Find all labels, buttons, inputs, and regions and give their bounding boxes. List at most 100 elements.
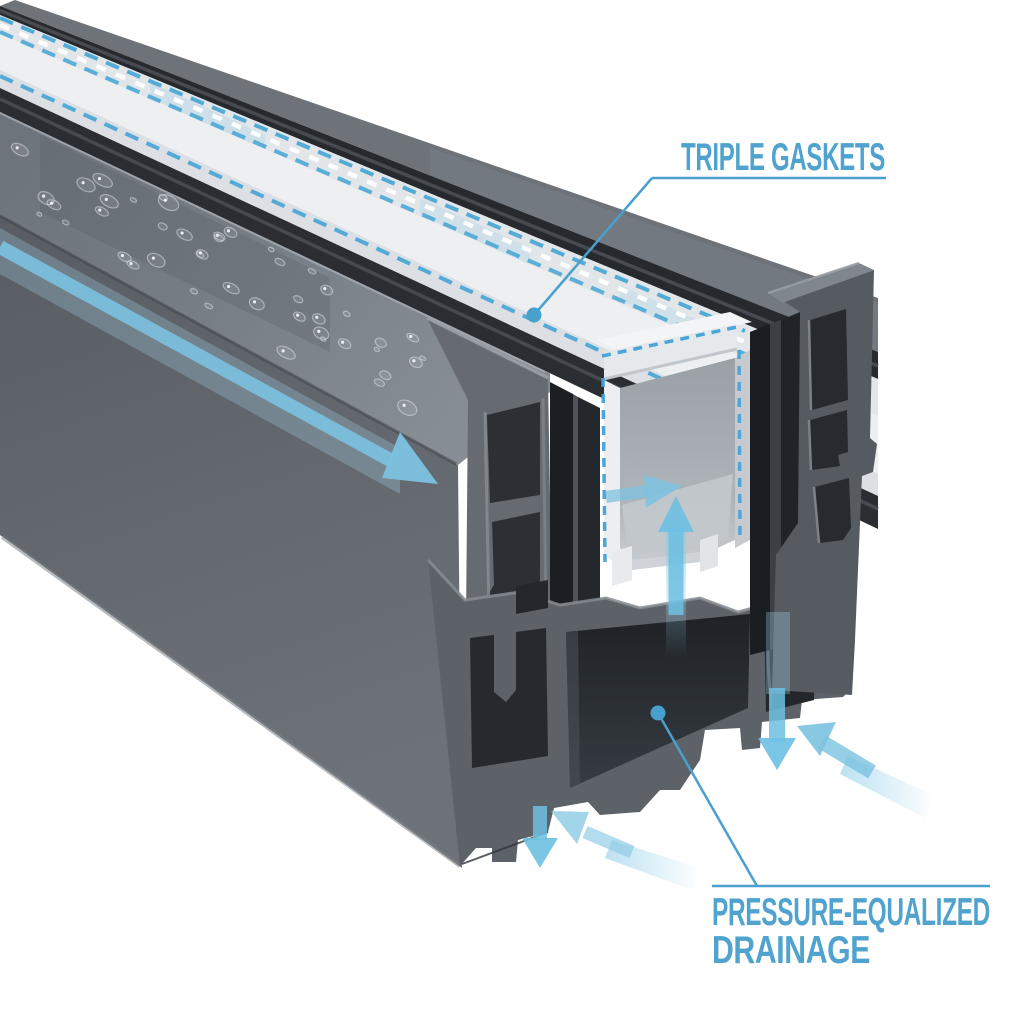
- gasket-strip: [550, 382, 573, 618]
- sash-chamber-upper: [487, 402, 540, 503]
- water-droplet: [313, 326, 330, 341]
- slot-rim-2: [807, 419, 813, 471]
- water-droplet-highlight: [341, 340, 345, 344]
- leader-line-gaskets-diagonal: [533, 177, 653, 316]
- gasket-strip: [578, 397, 600, 620]
- water-droplet-highlight: [402, 403, 406, 407]
- outer-frame-cut: [767, 261, 877, 695]
- water-droplet: [274, 257, 286, 267]
- water-droplet: [222, 281, 240, 295]
- frame-top-surface-sheen: [430, 148, 878, 352]
- glazing-seal-dashed-outline: [601, 325, 742, 563]
- seal-dash-white: [0, 22, 746, 345]
- water-droplet-highlight: [198, 251, 202, 255]
- water-droplet-highlight: [42, 194, 46, 198]
- water-droplet: [373, 378, 385, 388]
- water-droplet: [146, 252, 166, 268]
- flow-arrow-air-right-head: [797, 722, 836, 756]
- drainage-flow-arrows: [522, 475, 935, 890]
- outer-frame-slot-2: [810, 410, 848, 470]
- water-droplet-highlight: [296, 313, 300, 317]
- flow-arrow-turn-head: [644, 475, 682, 508]
- cross-section-cut-face: [426, 261, 877, 866]
- water-droplet: [379, 370, 392, 381]
- water-droplet: [374, 337, 387, 348]
- front-fold-line: [0, 214, 457, 466]
- side-chamber-left-hook: [494, 628, 516, 702]
- callout-triple-gaskets: TRIPLE GASKETS: [526, 136, 886, 323]
- gasket-cut-strips-left: [550, 382, 600, 620]
- water-droplet-highlight: [412, 359, 416, 363]
- glazing-box-bar-shadow: [603, 347, 738, 381]
- water-droplet: [248, 297, 265, 311]
- flow-arrow-air-right-shaft: [818, 735, 876, 779]
- sash-cut-top-edge: [426, 316, 549, 380]
- water-droplet-highlight: [81, 181, 85, 185]
- glazing-box-top-face: [597, 312, 752, 352]
- gasket-strip-divider: [573, 394, 578, 618]
- slot-rim-1: [807, 319, 813, 411]
- glazing-box-left-wall: [604, 380, 620, 565]
- water-droplet-highlight: [97, 177, 102, 181]
- glazing-box-front-bar: [604, 324, 737, 380]
- water-droplet: [10, 142, 29, 157]
- water-droplet: [36, 211, 43, 217]
- water-droplet: [157, 222, 168, 231]
- gasket-strip: [750, 324, 770, 655]
- water-droplet-highlight: [180, 231, 184, 235]
- water-droplet: [76, 177, 96, 193]
- label-drainage: DRAINAGE: [712, 929, 870, 972]
- water-droplet-highlight: [281, 349, 285, 353]
- water-droplet: [213, 233, 224, 243]
- water-droplet-highlight: [317, 329, 321, 333]
- water-droplet-highlight: [120, 253, 124, 258]
- water-droplet-highlight: [50, 201, 54, 205]
- water-droplet-highlight: [129, 262, 133, 266]
- glazing-box-foot-left: [612, 546, 632, 586]
- slot-rim-3: [812, 486, 821, 544]
- sash-profile-cut: [426, 316, 552, 620]
- water-droplet: [61, 219, 70, 226]
- outer-frame-slot-1: [810, 309, 848, 410]
- outer-frame-face: [772, 270, 877, 695]
- label-pressure-equalized: PRESSURE-EQUALIZED: [712, 891, 990, 934]
- glazing-box-foot-right: [700, 534, 718, 572]
- water-droplet: [397, 399, 418, 416]
- glazing-box-right-wall: [735, 350, 750, 548]
- water-droplet-highlight: [163, 198, 167, 202]
- callout-pressure-equalized-drainage: PRESSURE-EQUALIZED DRAINAGE: [650, 705, 991, 972]
- water-droplet: [129, 197, 138, 203]
- flow-arrow-sill-shaft: [0, 240, 396, 468]
- water-droplet-highlight: [226, 229, 231, 233]
- outer-frame-top-face: [768, 263, 874, 303]
- flow-arrow-up-head: [658, 496, 694, 532]
- flow-arrow-sill: [0, 228, 438, 494]
- drainage-chamber-wall-light: [566, 631, 580, 788]
- seal-dash-blue-mid: [0, 30, 746, 356]
- water-droplet: [176, 228, 193, 241]
- flow-arrow-down-right-tail: [766, 612, 790, 694]
- seal-dash-box-top: [601, 325, 738, 358]
- water-droplet: [267, 246, 275, 253]
- seal-dash-blue-top: [0, 16, 746, 333]
- water-droplet: [276, 345, 296, 360]
- water-droplet-highlight: [98, 208, 102, 212]
- water-droplet: [204, 302, 214, 310]
- water-droplet: [189, 287, 199, 295]
- drainage-chamber: [566, 614, 750, 788]
- shelf-slot: [516, 580, 548, 614]
- water-droplet-highlight: [323, 287, 327, 291]
- outer-frame-slot-3: [815, 478, 851, 543]
- flow-arrow-air-left-shaft: [582, 826, 635, 858]
- front-bottom-chamfer: [0, 535, 462, 868]
- sash-rim-right: [541, 397, 548, 611]
- water-droplet: [307, 267, 317, 275]
- water-droplet: [292, 295, 304, 304]
- flow-arrow-sill-head: [382, 432, 438, 484]
- water-droplet: [342, 310, 351, 318]
- wet-sill-surface: [0, 112, 550, 465]
- water-droplet: [373, 346, 381, 353]
- flow-arrow-down-left-head: [522, 838, 558, 868]
